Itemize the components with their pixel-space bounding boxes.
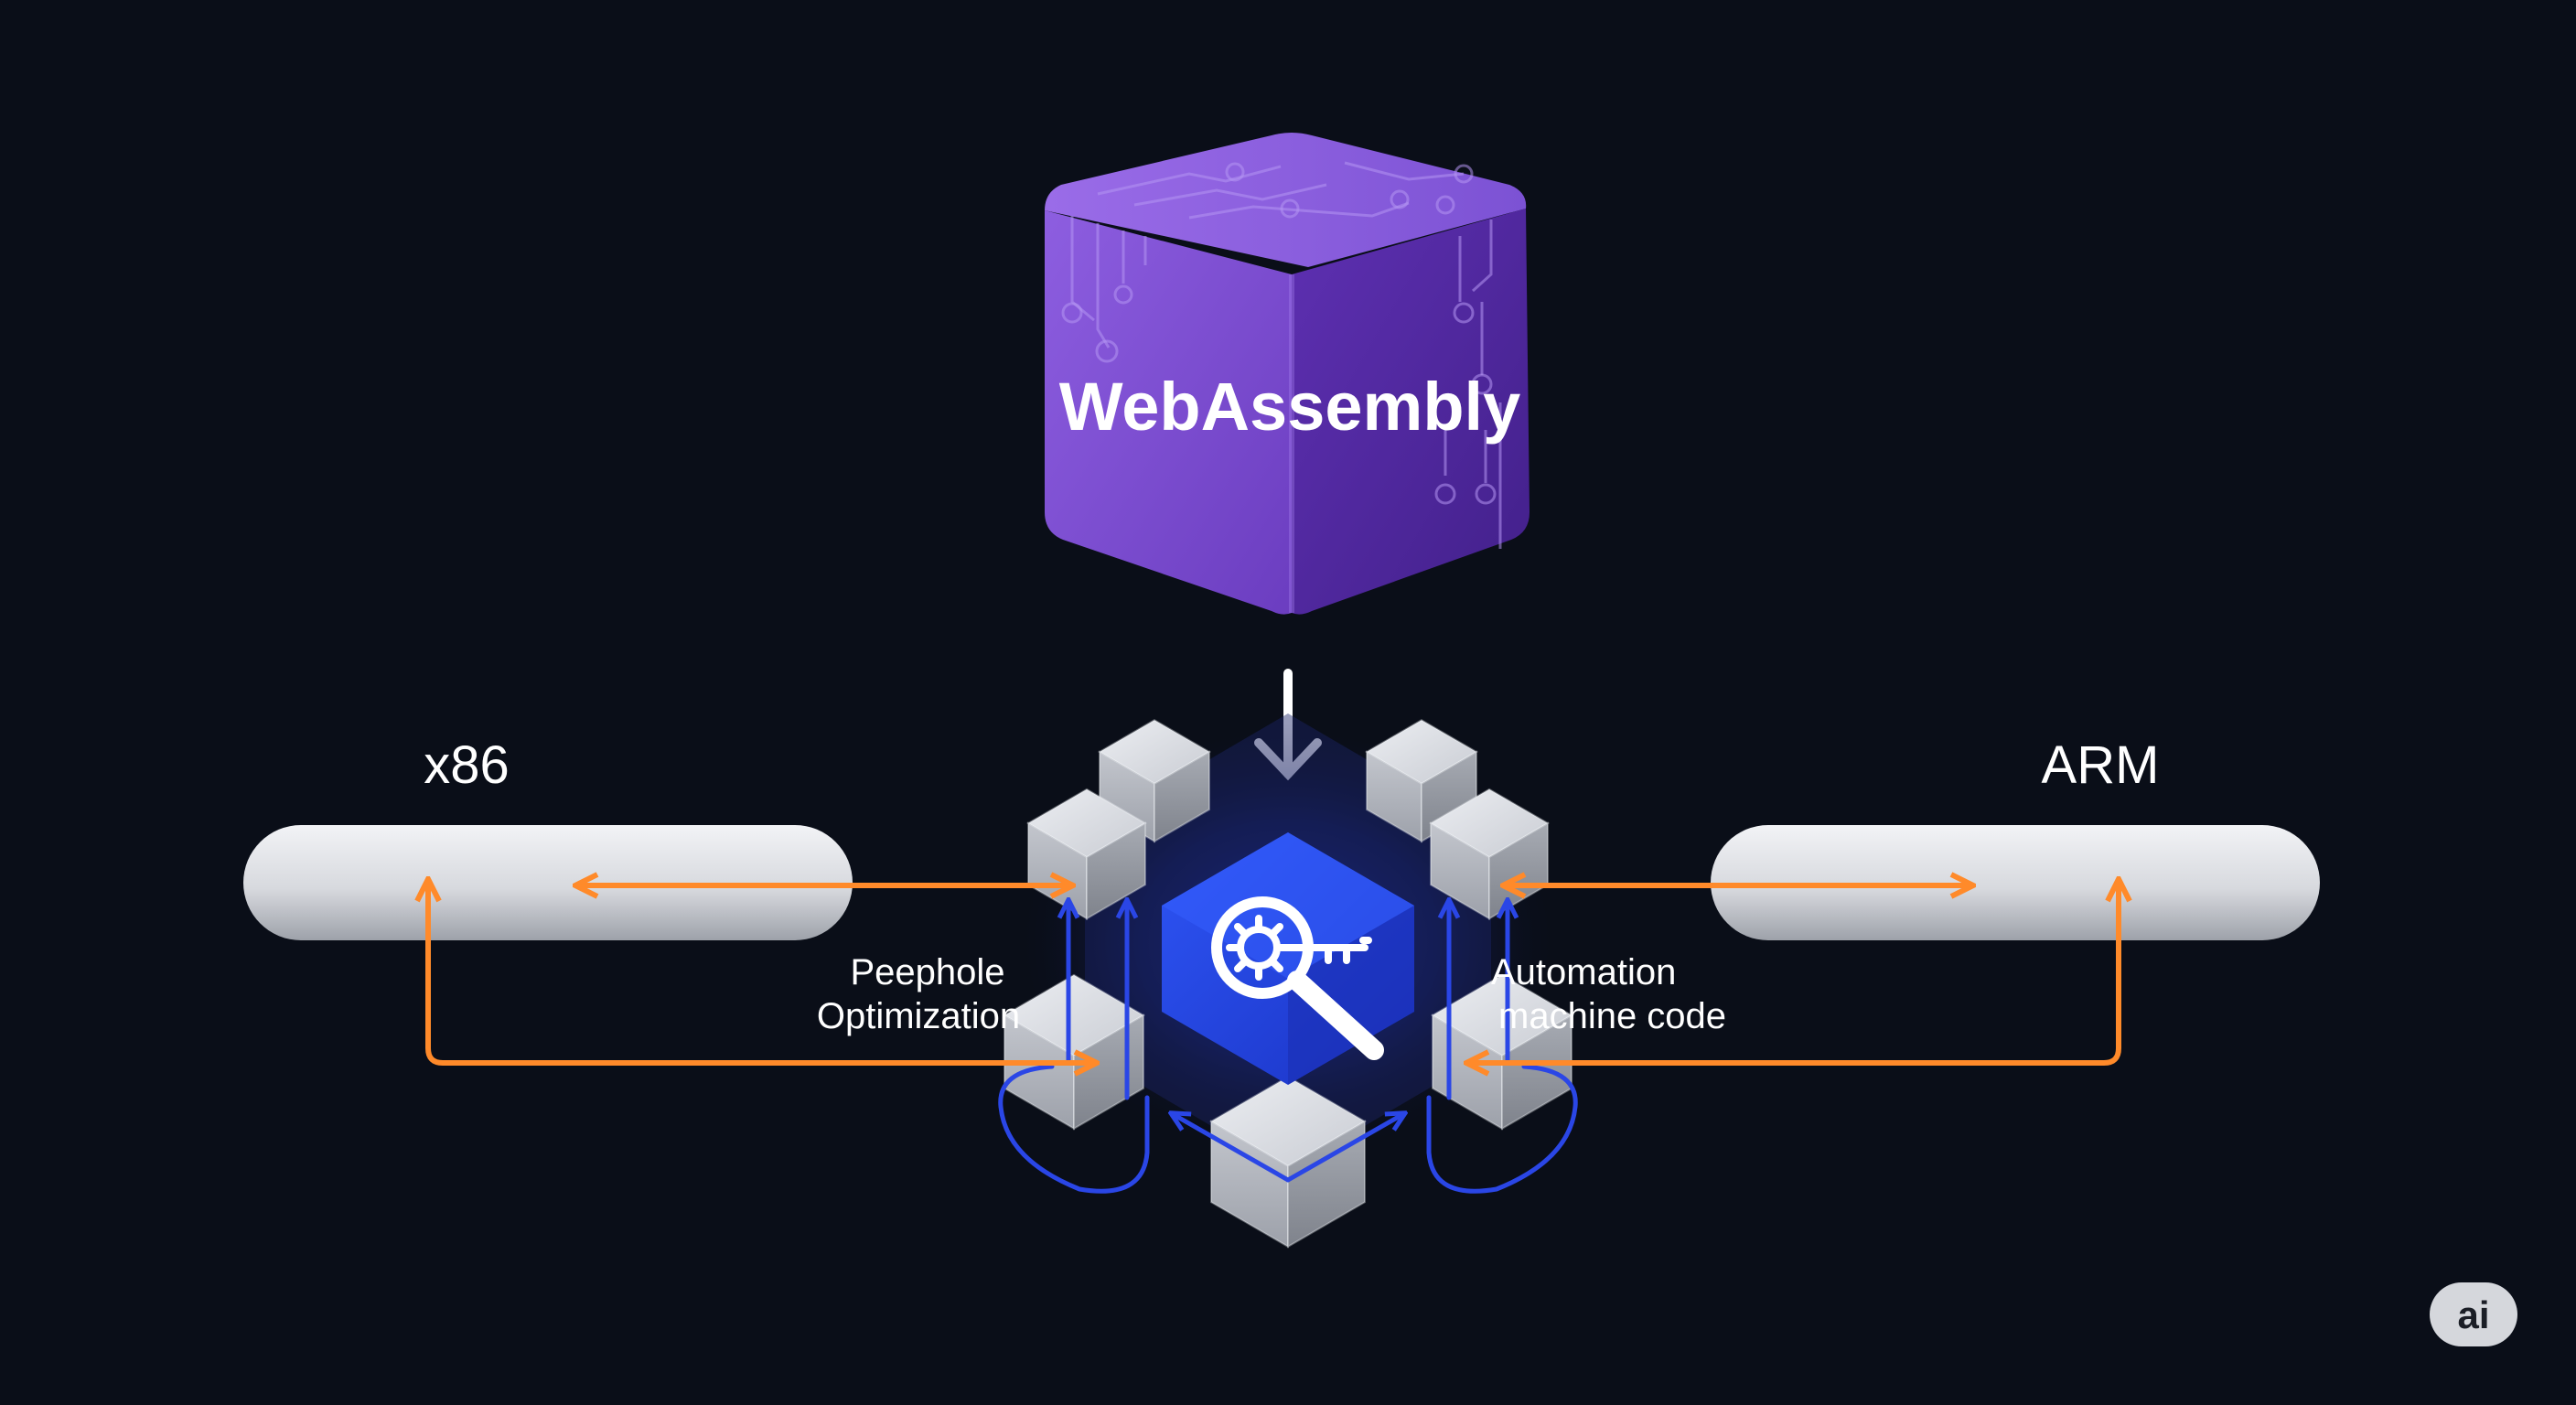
x86-label: x86 — [424, 735, 510, 795]
automation-line-2: machine code — [1498, 996, 1726, 1036]
circuit-pattern — [1061, 161, 1502, 549]
peephole-line-1: Peephole — [850, 952, 1004, 992]
core-cube — [1162, 832, 1414, 1085]
automation-line-1: Automation — [1491, 952, 1676, 992]
node-cube-top-left-back — [1098, 719, 1211, 843]
webassembly-cube: WebAssembly — [1045, 133, 1530, 615]
gear-key-magnifier-icon — [1211, 896, 1384, 1060]
peephole-callout: Peephole Optimization — [817, 952, 1020, 1036]
node-cube-bottom-center — [1209, 1076, 1367, 1249]
ai-badge-label: ai — [2457, 1293, 2489, 1336]
orange-connectors — [428, 882, 2119, 1063]
peephole-line-2: Optimization — [817, 996, 1020, 1036]
webassembly-label: WebAssembly — [1059, 369, 1521, 445]
node-cube-top-left-front — [1026, 788, 1147, 921]
ai-badge: ai — [2430, 1282, 2517, 1346]
arm-label: ARM — [2042, 735, 2160, 795]
automation-callout: Automation machine code — [1491, 952, 1726, 1036]
node-cube-top-right-back — [1365, 719, 1478, 843]
